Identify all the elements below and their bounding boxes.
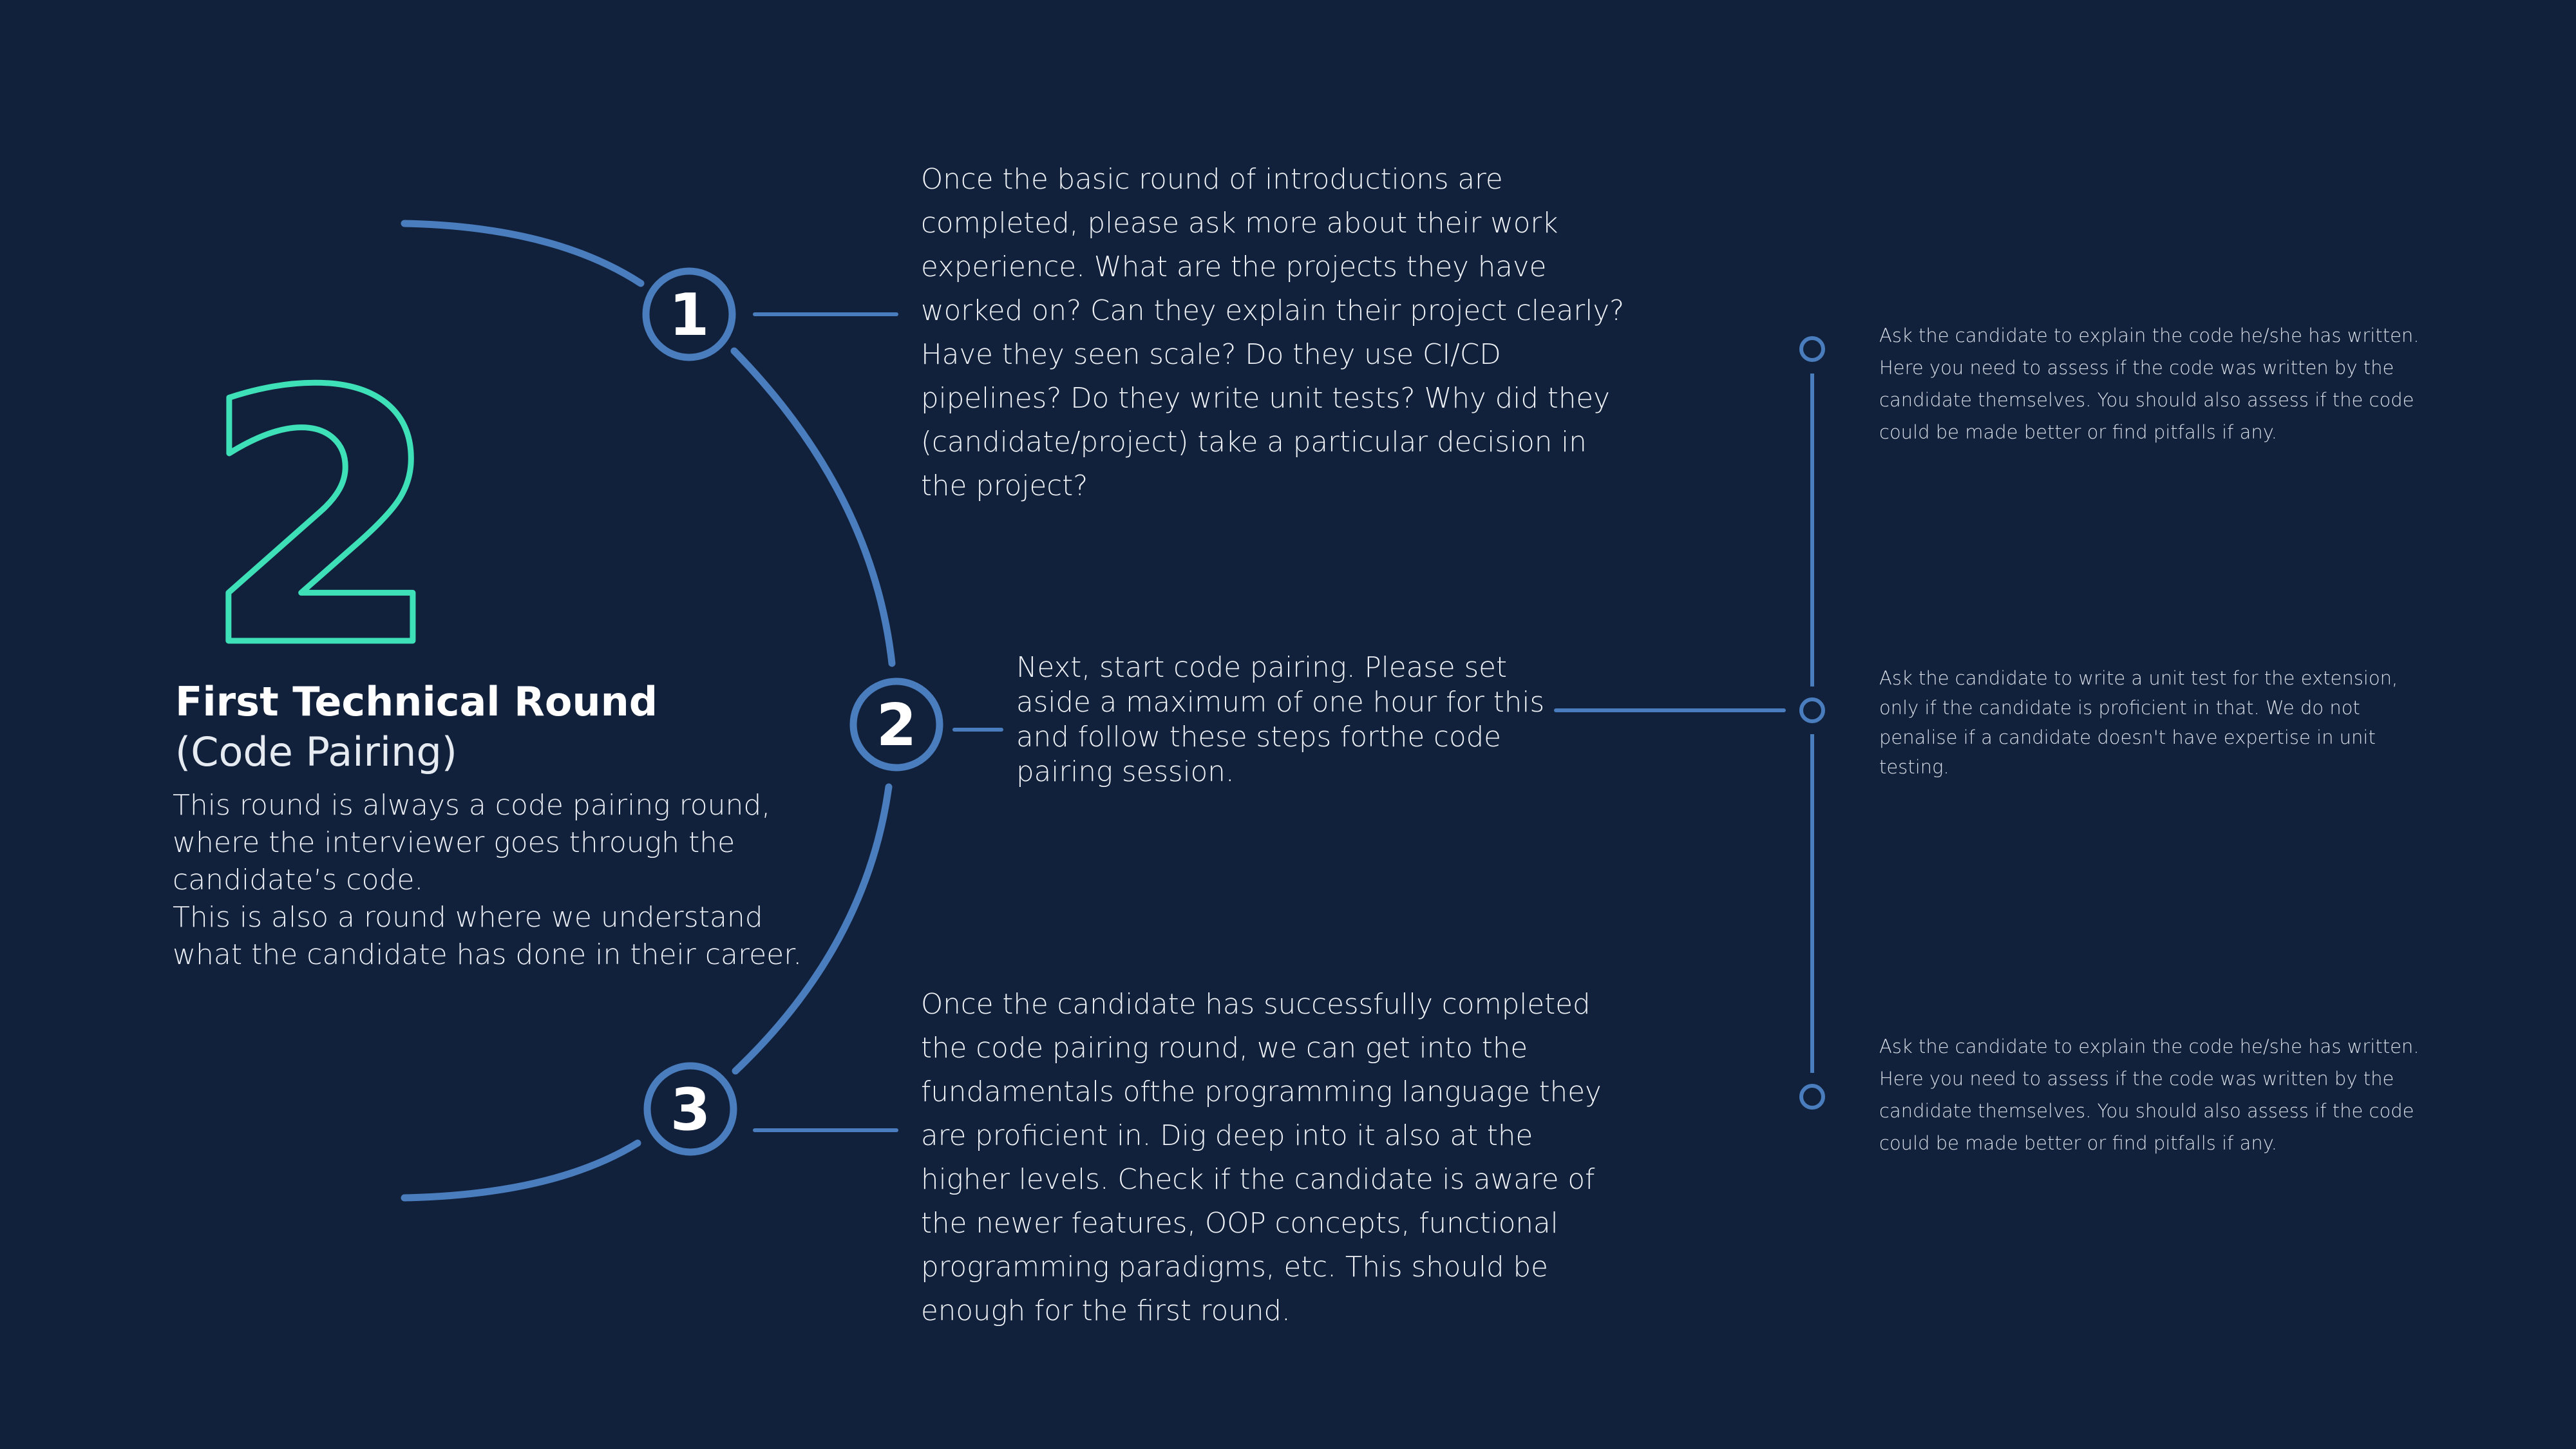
step-1-text: Once the basic round of introductions ar… [921,164,1625,502]
timeline-node-3 [1799,1084,1825,1110]
timeline-node-1 [1799,336,1825,362]
arc-segment-lower [732,783,893,1075]
step-3-circle [643,1062,737,1156]
round-title: First Technical Round [175,678,658,725]
arc-segment-bottom [401,1139,641,1202]
step-1-number: 1 [669,281,710,349]
arc-segment-upper [730,347,896,667]
step-2-circle [849,677,943,772]
round-description-2: This is also a round where we understand… [173,901,802,971]
arc-segment-top [401,220,645,287]
code-pairing-step-2: Ask the candidate to write a unit test f… [1879,667,2398,778]
step-2-text: Next, start code pairing. Please set asi… [1016,652,1545,788]
code-pairing-step-1: Ask the candidate to explain the code he… [1879,325,2420,443]
step-3-text: Once the candidate has successfully comp… [921,989,1602,1327]
round-subtitle: (Code Pairing) [175,728,457,775]
round-description: This round is always a code pairing roun… [173,787,817,974]
code-pairing-step-3: Ask the candidate to explain the code he… [1879,1036,2420,1154]
step-2-number: 2 [876,692,917,759]
step-3-number: 3 [670,1076,711,1144]
round-description-1: This round is always a code pairing roun… [173,789,771,896]
timeline-node-2 [1799,697,1825,723]
big-number-outline: 2 [201,319,443,723]
step-1-circle [642,267,736,361]
